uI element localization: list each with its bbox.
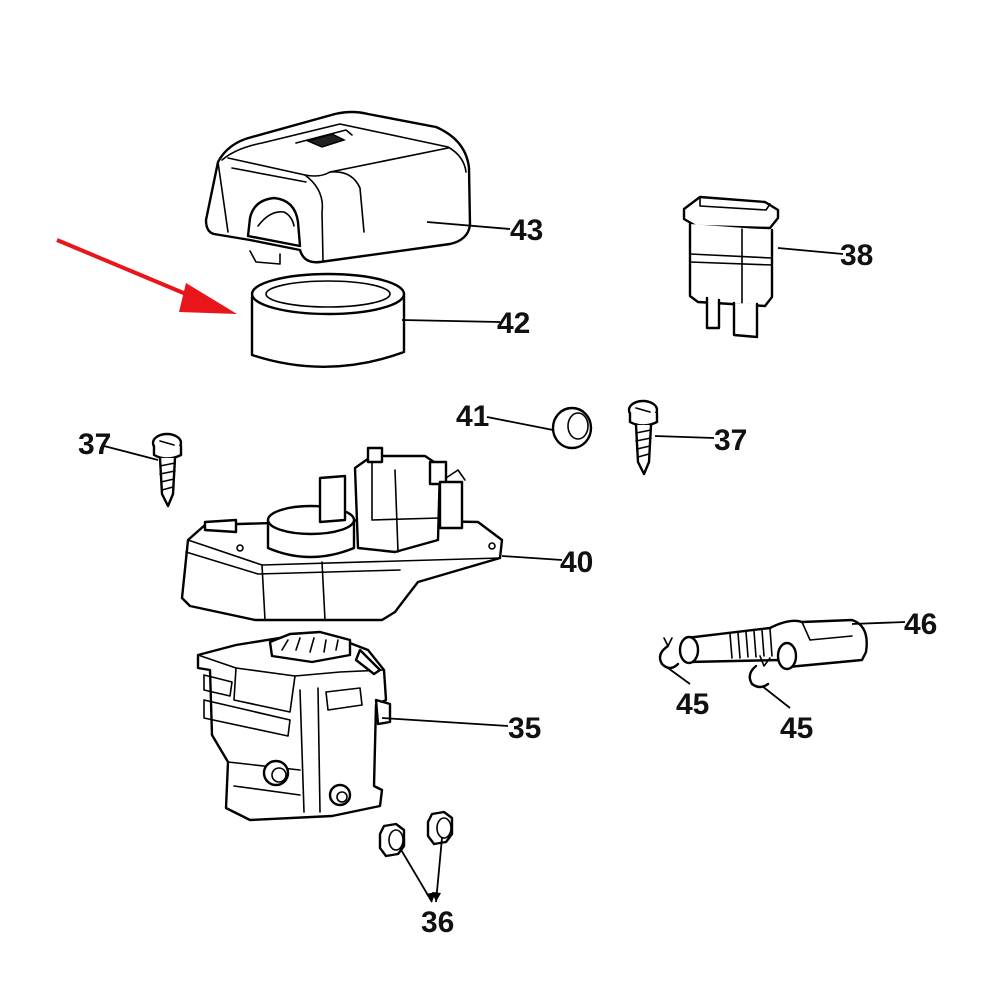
part-35-air-box xyxy=(196,630,392,822)
callout-37-left: 37 xyxy=(78,428,111,461)
part-36-nut-left xyxy=(378,822,406,858)
leader-46 xyxy=(851,621,906,625)
leader-37-right xyxy=(654,435,715,439)
part-37-screw-left xyxy=(151,432,183,508)
callout-43: 43 xyxy=(510,214,543,247)
part-41-grommet xyxy=(551,406,593,450)
callout-45-left: 45 xyxy=(676,688,709,721)
leader-36 xyxy=(399,837,443,903)
callout-40: 40 xyxy=(560,546,593,579)
leader-43 xyxy=(426,221,511,230)
highlight-arrow xyxy=(56,238,237,314)
callout-46: 46 xyxy=(904,608,937,641)
callout-45-right: 45 xyxy=(780,712,813,745)
part-37-screw-right xyxy=(627,399,659,476)
leader-40 xyxy=(501,555,563,561)
callout-36: 36 xyxy=(421,906,454,939)
callout-41: 41 xyxy=(456,400,489,433)
part-40-base xyxy=(180,446,504,622)
callout-35: 35 xyxy=(508,712,541,745)
part-46-hose xyxy=(678,618,868,671)
part-45-clamp-left xyxy=(658,637,680,670)
leader-45-left xyxy=(667,667,691,685)
callout-38: 38 xyxy=(840,239,873,272)
leader-37-left xyxy=(103,445,159,461)
leader-35 xyxy=(381,717,509,727)
part-36-nut-right xyxy=(426,810,454,846)
leader-38 xyxy=(777,247,844,255)
callout-37-right: 37 xyxy=(714,424,747,457)
leader-41 xyxy=(486,416,554,431)
part-42-filter xyxy=(250,272,406,368)
leader-42 xyxy=(401,319,501,323)
part-38-relay xyxy=(682,195,780,339)
callout-42: 42 xyxy=(497,307,530,340)
part-43-cover xyxy=(204,110,472,265)
leader-45-right xyxy=(761,685,791,709)
